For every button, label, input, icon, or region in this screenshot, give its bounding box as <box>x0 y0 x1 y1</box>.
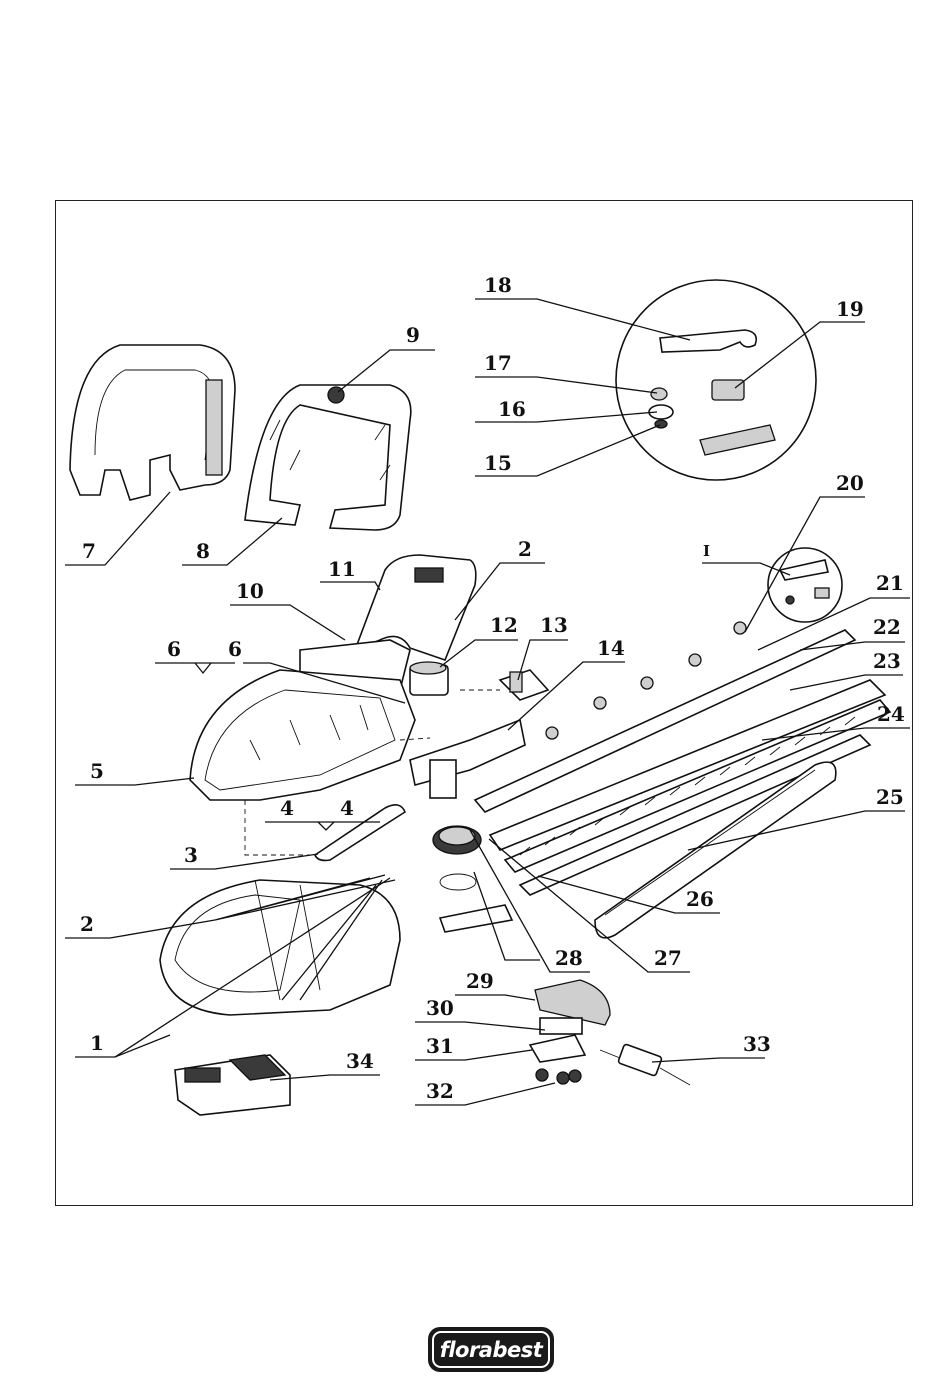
callout-4-right: 4 <box>340 796 354 820</box>
battery-part <box>175 1055 290 1115</box>
front-handle-part <box>70 345 235 500</box>
callout-27: 27 <box>654 946 682 970</box>
callout-30: 30 <box>426 996 454 1020</box>
callout-4-left: 4 <box>280 796 294 820</box>
callout-32: 32 <box>426 1079 454 1103</box>
callout-5: 5 <box>90 759 104 783</box>
callout-3: 3 <box>184 843 198 867</box>
blade-assembly-part <box>475 622 890 895</box>
callout-29: 29 <box>466 969 494 993</box>
callout-17: 17 <box>484 351 512 375</box>
callout-26: 26 <box>686 887 714 911</box>
handle-frame-part <box>245 385 411 530</box>
callout-19: 19 <box>836 297 864 321</box>
charger-part <box>600 1044 690 1085</box>
callout-13: 13 <box>540 613 568 637</box>
brand-logo: florabest <box>428 1327 554 1372</box>
callout-10: 10 <box>236 579 264 603</box>
callout-33: 33 <box>743 1032 771 1056</box>
trigger-lever-part <box>315 805 405 861</box>
brand-logo-frame: florabest <box>432 1331 550 1368</box>
callout-7: 7 <box>82 539 96 563</box>
callout-11: 11 <box>328 557 356 581</box>
callout-34: 34 <box>346 1049 374 1073</box>
callout-18: 18 <box>484 273 512 297</box>
callout-14: 14 <box>597 636 625 660</box>
callout-24: 24 <box>877 702 905 726</box>
callout-2-upper: 2 <box>518 537 532 561</box>
callout-23: 23 <box>873 649 901 673</box>
detail-circle-upper <box>616 280 816 480</box>
detail-circle-I <box>768 548 842 622</box>
callout-25: 25 <box>876 785 904 809</box>
callout-15: 15 <box>484 451 512 475</box>
end-cap-part <box>530 980 610 1084</box>
callout-21: 21 <box>876 571 904 595</box>
callout-2-lower: 2 <box>80 912 94 936</box>
callout-8: 8 <box>196 539 210 563</box>
callout-9: 9 <box>406 323 420 347</box>
callout-16: 16 <box>498 397 526 421</box>
callout-22: 22 <box>873 615 901 639</box>
callout-28: 28 <box>555 946 583 970</box>
housing-half-part <box>190 670 415 800</box>
callout-1: 1 <box>90 1031 104 1055</box>
callout-I: I <box>703 542 710 560</box>
assembly-guide-line <box>400 690 500 740</box>
brand-logo-text: florabest <box>440 1338 543 1362</box>
callout-31: 31 <box>426 1034 454 1058</box>
callout-12: 12 <box>490 613 518 637</box>
callout-20: 20 <box>836 471 864 495</box>
callout-6-right: 6 <box>228 637 242 661</box>
callout-6-left: 6 <box>167 637 181 661</box>
